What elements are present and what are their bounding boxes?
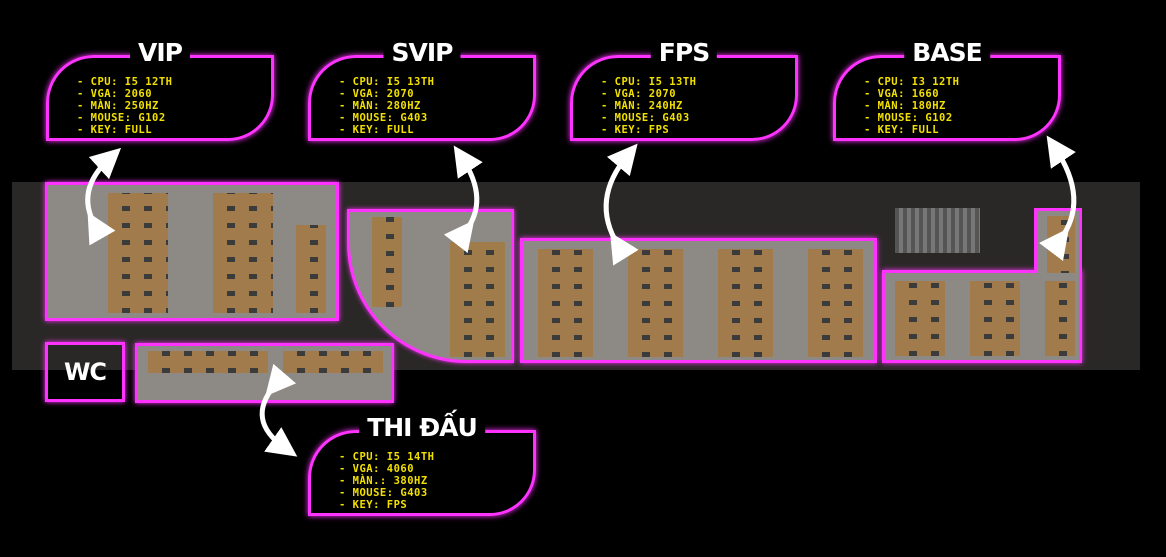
spec-keyboard: - KEY: FPS: [601, 124, 670, 136]
spec-monitor: - MÀN: 250HZ: [77, 100, 159, 112]
spec-keyboard: - KEY: FPS: [339, 499, 408, 511]
spec-vga: - VGA: 1660: [864, 88, 940, 100]
room-base: [882, 270, 1082, 363]
spec-vga: - VGA: 4060: [339, 463, 415, 475]
room-svip: [347, 209, 514, 363]
spec-mouse: - MOUSE: G403: [339, 112, 428, 124]
spec-monitor: - MÀN: 240HZ: [601, 100, 683, 112]
spec-list: - CPU: I5 14TH - VGA: 4060 - MÀN.: 380HZ…: [339, 451, 435, 511]
spec-list: - CPU: I5 13TH - VGA: 2070 - MÀN: 240HZ …: [601, 76, 697, 136]
spec-keyboard: - KEY: FULL: [864, 124, 940, 136]
spec-cpu: - CPU: I5 13TH: [339, 76, 435, 88]
spec-mouse: - MOUSE: G403: [601, 112, 690, 124]
spec-monitor: - MÀN: 280HZ: [339, 100, 421, 112]
spec-cpu: - CPU: I5 14TH: [339, 451, 435, 463]
spec-monitor: - MÀN.: 380HZ: [339, 475, 428, 487]
spec-mouse: - MOUSE: G102: [864, 112, 953, 124]
wc-label: WC: [45, 342, 125, 402]
stairs: [895, 208, 980, 253]
room-fps: [520, 238, 877, 363]
arrow-thi-dau: [259, 363, 298, 457]
spec-cpu: - CPU: I5 13TH: [601, 76, 697, 88]
spec-cpu: - CPU: I5 12TH: [77, 76, 173, 88]
spec-list: - CPU: I5 13TH - VGA: 2070 - MÀN: 280HZ …: [339, 76, 435, 136]
card-title: FPS: [650, 36, 718, 70]
spec-list: - CPU: I3 12TH - VGA: 1660 - MÀN: 180HZ …: [864, 76, 960, 136]
arrow-svip: [443, 145, 483, 254]
spec-monitor: - MÀN: 180HZ: [864, 100, 946, 112]
spec-vga: - VGA: 2070: [339, 88, 415, 100]
spec-mouse: - MOUSE: G403: [339, 487, 428, 499]
spec-keyboard: - KEY: FULL: [77, 124, 153, 136]
card-title: SVIP: [383, 36, 461, 70]
spec-vga: - VGA: 2070: [601, 88, 677, 100]
spec-vga: - VGA: 2060: [77, 88, 153, 100]
card-title: VIP: [130, 36, 190, 70]
spec-mouse: - MOUSE: G102: [77, 112, 166, 124]
spec-cpu: - CPU: I3 12TH: [864, 76, 960, 88]
arrow-fps: [603, 143, 639, 266]
spec-list: - CPU: I5 12TH - VGA: 2060 - MÀN: 250HZ …: [77, 76, 173, 136]
card-fps: FPS - CPU: I5 13TH - VGA: 2070 - MÀN: 24…: [570, 36, 798, 141]
card-title: THI ĐẤU: [359, 411, 485, 445]
arrow-base: [1039, 135, 1077, 261]
arrow-vip: [85, 147, 122, 246]
card-base: BASE - CPU: I3 12TH - VGA: 1660 - MÀN: 1…: [833, 36, 1061, 141]
card-svip: SVIP - CPU: I5 13TH - VGA: 2070 - MÀN: 2…: [308, 36, 536, 141]
card-vip: VIP - CPU: I5 12TH - VGA: 2060 - MÀN: 25…: [46, 36, 274, 141]
card-title: BASE: [904, 36, 990, 70]
spec-keyboard: - KEY: FULL: [339, 124, 415, 136]
card-thi-dau: THI ĐẤU - CPU: I5 14TH - VGA: 4060 - MÀN…: [308, 411, 536, 516]
